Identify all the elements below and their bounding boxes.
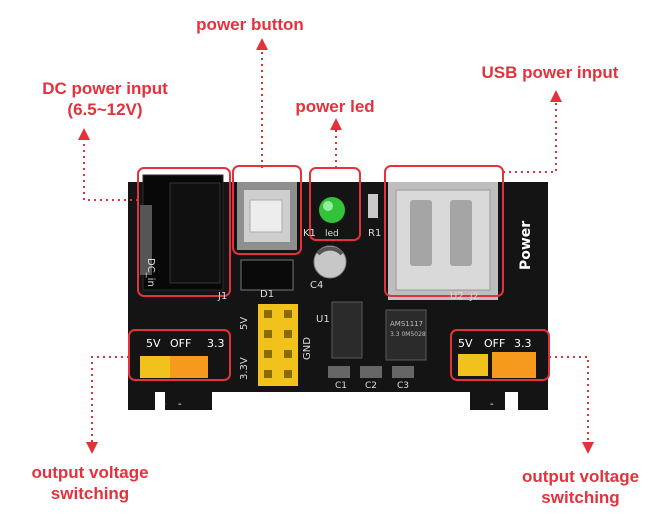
diode-d1 [240,259,294,291]
left-33-silk: 3.3 [207,337,225,350]
output-voltage-left-line1: output voltage [31,463,149,482]
u2-silk: U2 [450,291,464,302]
r1-silk: R1 [368,228,381,239]
capacitor-c2 [360,366,382,378]
left-off-silk: OFF [170,337,191,350]
dc-jack [140,174,224,291]
leader-lines [78,38,594,454]
c1-silk: C1 [335,381,347,391]
dc-power-range: (6.5~12V) [67,100,143,119]
highlight-boxes [128,165,550,381]
k1-silk: K1 [303,228,316,239]
ams-chip-label: AMS1117 [390,320,423,328]
capacitor-c3 [392,366,414,378]
5v-header-silk: 5V [239,317,250,330]
d1-silk: D1 [260,289,274,300]
right-33-silk: 3.3 [514,337,532,350]
regulator-u2 [385,309,427,361]
right-plus-silk: + [508,399,516,410]
left-voltage-jumper[interactable] [140,356,208,378]
dc-power-input-label: DC power input (6.5~12V) [10,78,200,120]
gnd-header-silk: GND [302,337,313,360]
left-minus-silk: - [178,399,182,410]
usb-power-input-label: USB power input [481,63,619,82]
u1-silk: U1 [316,314,330,325]
usb-port [388,182,498,300]
j1-silk: J1 [217,291,227,302]
power-silk: Power [518,221,534,270]
power-button-switch[interactable] [237,182,297,250]
output-voltage-left-line2: switching [50,484,130,503]
power-button-label: power button [196,15,304,34]
power-led-label: power led [295,97,375,116]
regulator-u1 [331,301,363,359]
capacitor-c4 [313,245,347,279]
left-plus-silk: + [158,399,166,410]
dc-power-input-title: DC power input [42,79,168,98]
capacitor-c1 [328,366,350,378]
c3-silk: C3 [397,381,409,391]
left-5v-silk: 5V [146,337,161,350]
led-silk: led [325,229,339,239]
c2-silk: C2 [365,381,377,391]
c4-silk: C4 [310,280,323,291]
right-5v-silk: 5V [458,337,473,350]
right-voltage-jumper[interactable] [458,352,536,378]
power-header-pins [258,304,298,386]
power-led [319,197,345,223]
output-voltage-left-label: output voltage switching [10,462,170,504]
resistor-r1 [368,194,378,218]
output-voltage-right-line2: switching [541,488,620,507]
33v-header-silk: 3.3V [239,357,250,380]
ams-chip-label2: 3.3 0M5028 [390,331,426,338]
right-off-silk: OFF [484,337,505,350]
output-voltage-right-label: output voltage switching [498,466,663,508]
dc-in-silk: DC_in [145,258,156,287]
right-minus-silk: - [490,399,494,410]
output-voltage-right-line1: output voltage [521,467,640,486]
j2-silk: J2 [469,292,478,302]
